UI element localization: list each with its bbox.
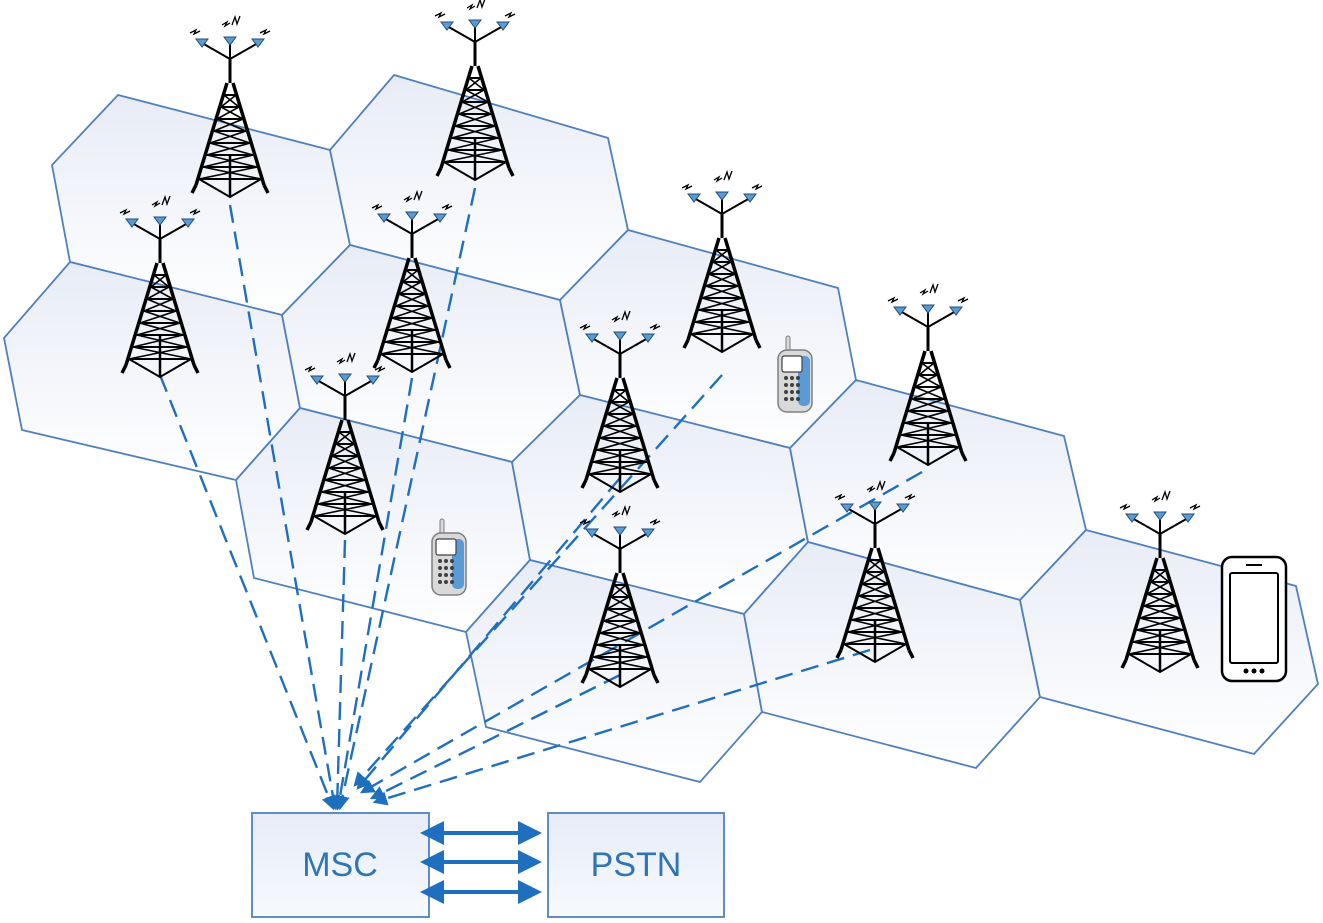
- smartphone-icon: [1220, 555, 1288, 683]
- link: [356, 477, 621, 790]
- link: [335, 187, 477, 811]
- msc-label: MSC: [302, 846, 378, 884]
- tower-1: [188, 14, 272, 199]
- pstn-label: PSTN: [591, 846, 682, 884]
- link: [330, 539, 347, 811]
- msc-pstn-links: [420, 821, 542, 904]
- cells: [3, 73, 1319, 784]
- link: [332, 377, 414, 811]
- tower-8: [886, 282, 970, 467]
- link: [158, 374, 336, 811]
- tower-links: [158, 187, 923, 811]
- pstn-box: [547, 812, 725, 918]
- link: [353, 374, 723, 787]
- link: [228, 204, 341, 811]
- msc-box: [251, 812, 430, 918]
- pstn-node: PSTN: [547, 812, 725, 918]
- link: [372, 648, 871, 806]
- msc-node: MSC: [251, 812, 430, 918]
- link: [369, 673, 621, 800]
